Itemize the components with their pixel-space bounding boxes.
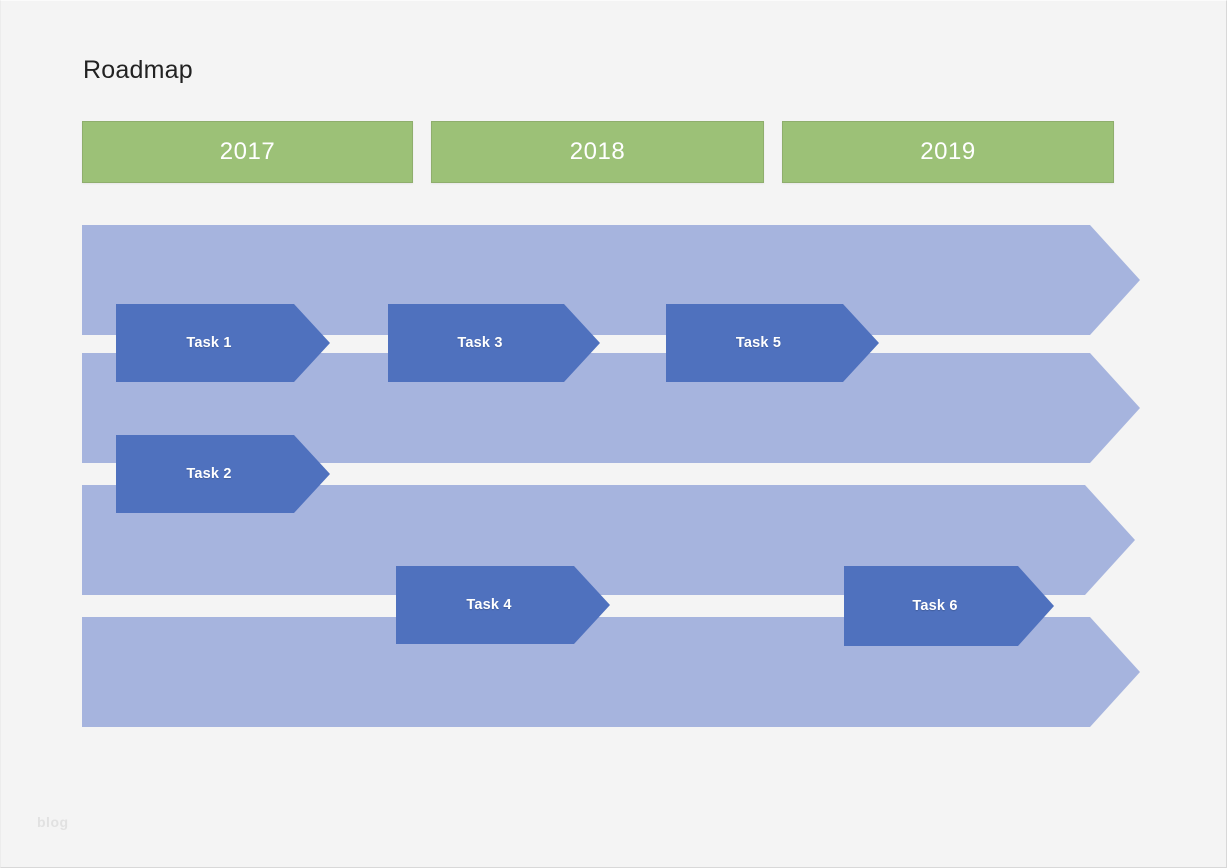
year-header-2018[interactable]: 2018: [431, 121, 764, 183]
task-chevron-1[interactable]: Task 1: [116, 304, 330, 382]
task-label: Task 4: [466, 597, 512, 613]
task-chevron-4[interactable]: Task 4: [396, 566, 610, 644]
task-label: Task 2: [186, 466, 232, 482]
task-chevron-2[interactable]: Task 2: [116, 435, 330, 513]
year-label: 2018: [569, 138, 626, 165]
task-label: Task 1: [186, 335, 232, 351]
year-header-2019[interactable]: 2019: [782, 121, 1114, 183]
year-header-2017[interactable]: 2017: [82, 121, 413, 183]
task-chevron-5[interactable]: Task 5: [666, 304, 879, 382]
year-label: 2017: [219, 138, 276, 165]
task-label: Task 3: [457, 335, 503, 351]
year-label: 2019: [920, 138, 976, 165]
task-chevron-6[interactable]: Task 6: [844, 566, 1054, 646]
task-chevron-3[interactable]: Task 3: [388, 304, 600, 382]
task-label: Task 6: [912, 598, 958, 614]
page-title: Roadmap: [83, 56, 193, 84]
watermark: blog: [37, 814, 69, 830]
task-label: Task 5: [735, 335, 782, 351]
